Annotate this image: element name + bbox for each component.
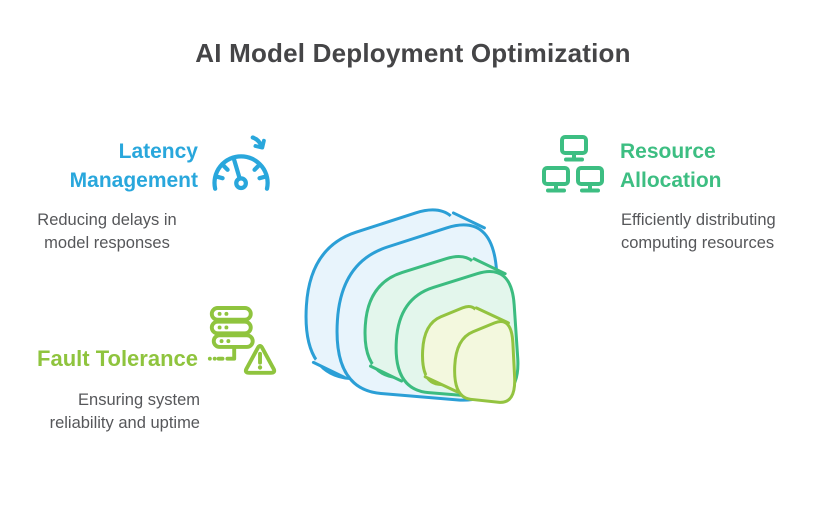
latency-management-description: Reducing delays in model responses [37,211,177,252]
nested-cubes-illustration [285,188,535,425]
network-monitors-icon [541,133,607,197]
speedometer-arrow-icon [206,130,274,196]
resource-allocation-description: Efficiently distributing computing resou… [621,211,776,252]
cube-small-lime [423,306,515,402]
latency-management-heading: Latency Management [69,140,198,192]
page-title: AI Model Deployment Optimization [195,38,631,68]
fault-tolerance-heading: Fault Tolerance [37,346,198,371]
resource-allocation-heading: Resource Allocation [620,140,722,192]
server-stack-warning-icon [204,303,280,389]
fault-tolerance-description: Ensuring system reliability and uptime [49,391,200,432]
